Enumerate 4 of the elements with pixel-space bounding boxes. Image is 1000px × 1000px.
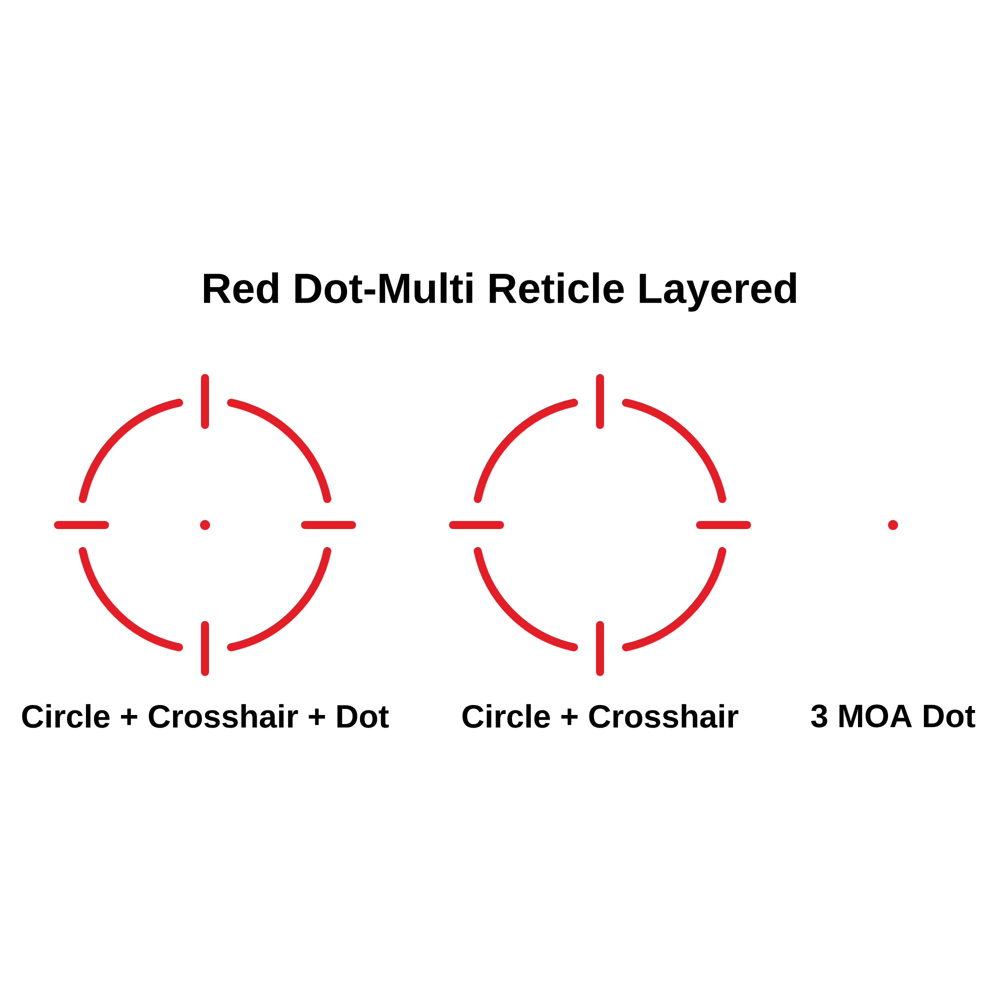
title: Red Dot-Multi Reticle Layered [204,272,796,312]
caption: Circle + Crosshair [462,704,738,728]
caption: Circle + Crosshair + Dot [22,704,389,728]
caption: 3 MOA Dot [811,704,976,728]
